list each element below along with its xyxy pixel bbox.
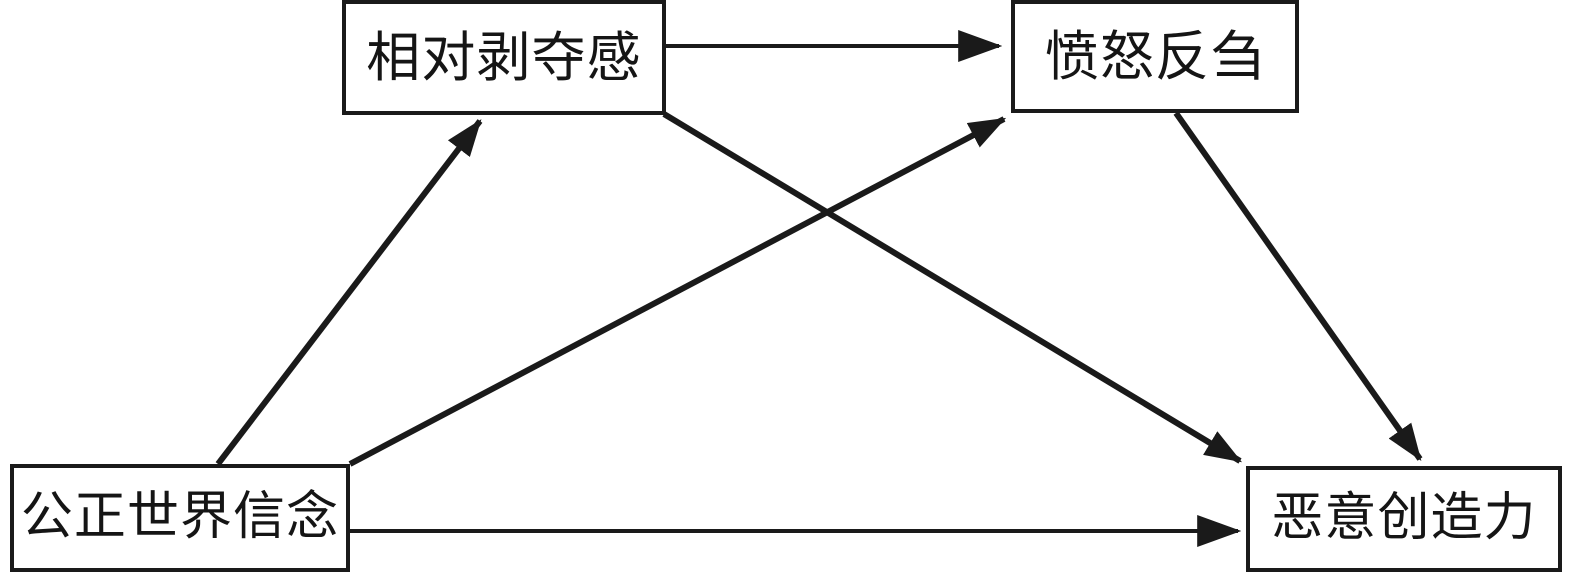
edge-just-world-belief-to-relative-deprivation bbox=[215, 119, 483, 466]
node-just-world-belief-label: 公正世界信念 bbox=[20, 489, 340, 546]
edge-anger-rumination-to-malicious-creativity bbox=[1173, 111, 1423, 461]
edge-group bbox=[215, 30, 1423, 547]
node-just-world-belief: 公正世界信念 bbox=[10, 464, 350, 572]
edge-relative-deprivation-to-malicious-creativity bbox=[662, 111, 1243, 464]
node-malicious-creativity-label: 恶意创造力 bbox=[1271, 490, 1537, 547]
node-relative-deprivation-label: 相对剥夺感 bbox=[366, 27, 642, 88]
node-relative-deprivation: 相对剥夺感 bbox=[342, 0, 666, 115]
node-malicious-creativity: 恶意创造力 bbox=[1246, 466, 1562, 572]
node-anger-rumination-label: 愤怒反刍 bbox=[1044, 26, 1266, 87]
node-anger-rumination: 愤怒反刍 bbox=[1011, 0, 1299, 113]
edge-just-world-belief-to-anger-rumination bbox=[348, 116, 1007, 467]
